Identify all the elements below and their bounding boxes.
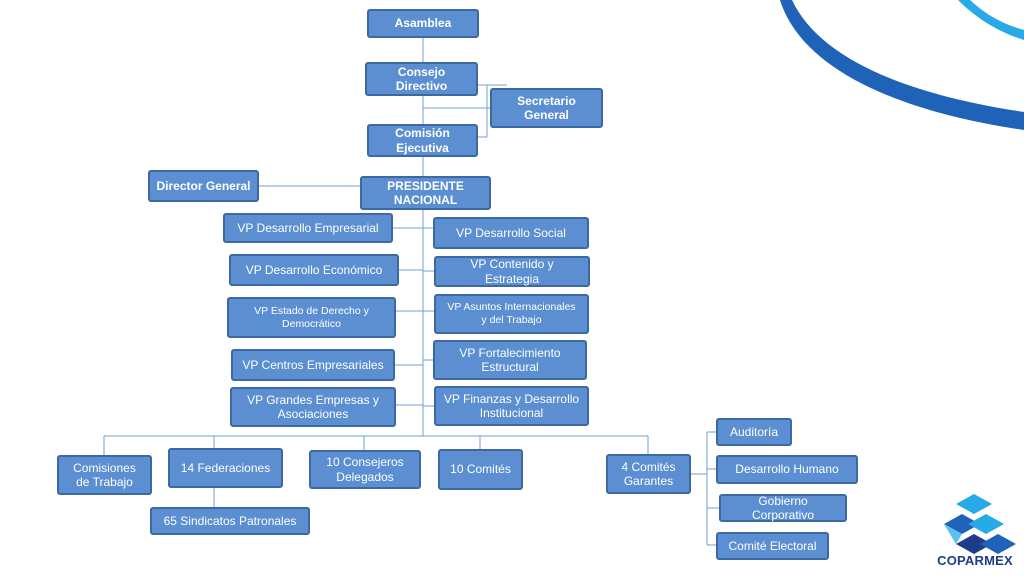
comision-ejecutiva-box: Comisión Ejecutiva [367, 124, 478, 157]
vp-asuntos-internacionales-box: VP Asuntos Internacionales y del Trabajo [434, 294, 589, 334]
vp-centros-empresariales-box: VP Centros Empresariales [231, 349, 395, 381]
coparmex-logo-icon [944, 494, 1016, 554]
vp-finanzas-desarrollo-box: VP Finanzas y Desarrollo Institucional [434, 386, 589, 426]
desarrollo-humano-box: Desarrollo Humano [716, 455, 858, 484]
comites-box: 10 Comités [438, 449, 523, 490]
vp-desarrollo-economico-box: VP Desarrollo Económico [229, 254, 399, 286]
secretario-general-box: Secretario General [490, 88, 603, 128]
vp-desarrollo-empresarial-box: VP Desarrollo Empresarial [223, 213, 393, 243]
presidente-nacional-box: PRESIDENTE NACIONAL [360, 176, 491, 210]
vp-estado-derecho-box: VP Estado de Derecho y Democrático [227, 297, 396, 338]
comite-electoral-box: Comité Electoral [716, 532, 829, 560]
gobierno-corporativo-box: Gobierno Corporativo [719, 494, 847, 522]
consejeros-delegados-box: 10 Consejeros Delegados [309, 450, 421, 489]
director-general-box: Director General [148, 170, 259, 202]
comites-garantes-box: 4 Comités Garantes [606, 454, 691, 494]
sindicatos-patronales-box: 65 Sindicatos Patronales [150, 507, 310, 535]
federaciones-box: 14 Federaciones [168, 448, 283, 488]
asamblea-box: Asamblea [367, 9, 479, 38]
vp-grandes-empresas-box: VP Grandes Empresas y Asociaciones [230, 387, 396, 427]
comisiones-trabajo-box: Comisiones de Trabajo [57, 455, 152, 495]
vp-desarrollo-social-box: VP Desarrollo Social [433, 217, 589, 249]
decorative-swoosh [780, 0, 1024, 130]
vp-contenido-estrategia-box: VP Contenido y Estrategia [434, 256, 590, 287]
coparmex-logo-text: COPARMEX [937, 553, 1013, 568]
vp-fortalecimiento-estructural-box: VP Fortalecimiento Estructural [433, 340, 587, 380]
auditoria-box: Auditoría [716, 418, 792, 446]
consejo-directivo-box: Consejo Directivo [365, 62, 478, 96]
